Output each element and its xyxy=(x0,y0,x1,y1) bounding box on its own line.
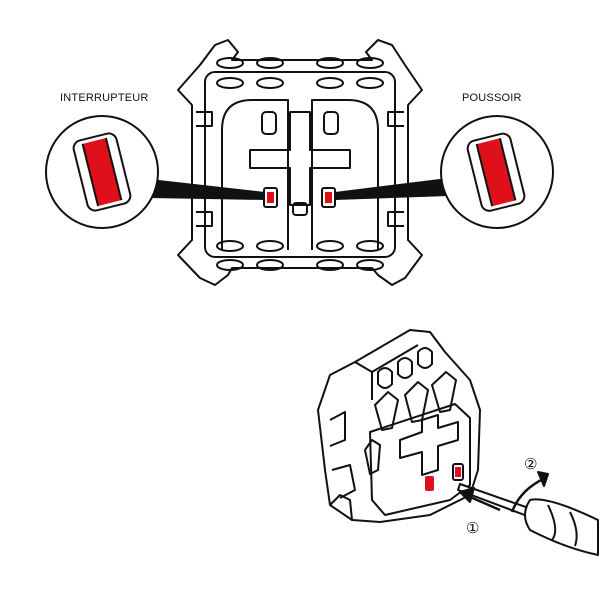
rotate-arrow xyxy=(510,471,549,513)
switch-mechanism-perspective-view xyxy=(317,329,481,523)
poussoir-label: POUSSOIR xyxy=(462,92,522,104)
step-one-marker: ① xyxy=(466,520,480,537)
switch-mechanism-front-view xyxy=(177,39,423,286)
screwdriver-icon xyxy=(457,483,599,556)
push-arrow xyxy=(459,487,501,512)
poussoir-zoom xyxy=(335,115,554,229)
step-two-marker: ② xyxy=(524,456,538,473)
interrupteur-zoom xyxy=(45,115,265,229)
interrupteur-label: INTERRUPTEUR xyxy=(60,92,149,104)
perspective-selectors xyxy=(425,463,464,491)
